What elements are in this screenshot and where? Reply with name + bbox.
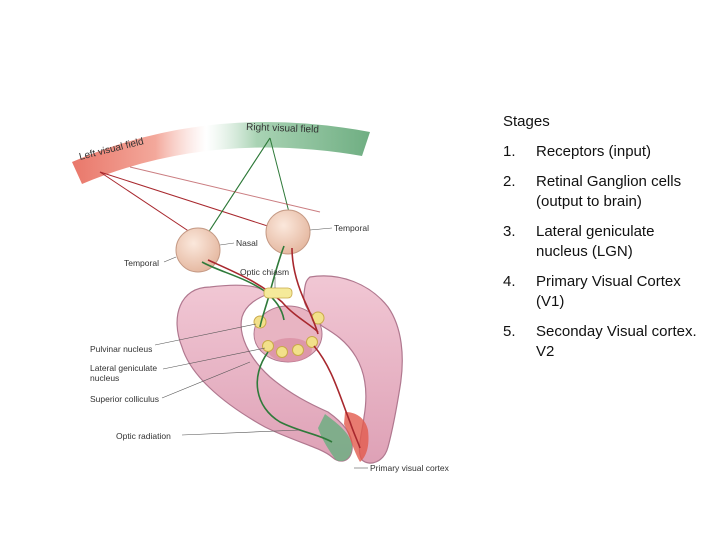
- list-item: 4. Primary Visual Cortex (V1): [503, 272, 703, 312]
- stage-number: 3.: [503, 223, 516, 240]
- temporal-left-label: Temporal: [124, 258, 159, 268]
- optic-chiasm: [263, 287, 293, 299]
- field-rays: [99, 137, 321, 241]
- superior-colliculus-label: Superior colliculus: [90, 394, 159, 404]
- stage-text: Seconday Visual cortex. V2: [536, 323, 697, 360]
- stage-text: Primary Visual Cortex (V1): [536, 273, 681, 310]
- right-visual-field-label: Right visual field: [246, 122, 319, 136]
- stage-text: Retinal Ganglion cells (output to brain): [536, 173, 682, 210]
- leader-lines: [154, 227, 368, 469]
- lateral-geniculate-label-line2: nucleus: [90, 373, 119, 383]
- left-v1-region: [318, 414, 353, 462]
- stage-number: 5.: [503, 323, 516, 340]
- stages-title: Stages: [503, 113, 550, 130]
- temporal-right-label: Temporal: [334, 223, 369, 233]
- visual-field-arc: [72, 122, 370, 184]
- nasal-label: Nasal: [236, 238, 258, 248]
- right-eye: [265, 209, 311, 255]
- stage-number: 1.: [503, 143, 516, 160]
- left-eye: [175, 227, 221, 273]
- list-item: 3. Lateral geniculate nucleus (LGN): [503, 222, 703, 262]
- list-item: 5. Seconday Visual cortex. V2: [503, 322, 703, 362]
- lateral-geniculate-label-line1: Lateral geniculate: [90, 363, 157, 373]
- nuclei: [253, 311, 325, 358]
- optic-chiasm-label: Optic chiasm: [240, 267, 289, 277]
- stages-panel: Stages 1. Receptors (input) 2. Retinal G…: [503, 112, 703, 372]
- stage-list: 1. Receptors (input) 2. Retinal Ganglion…: [503, 142, 703, 362]
- superior-colliculus-body: [268, 338, 312, 362]
- stage-number: 2.: [503, 173, 516, 190]
- list-item: 2. Retinal Ganglion cells (output to bra…: [503, 172, 703, 212]
- visual-pathway-diagram: Left visual field Right visual field: [72, 122, 450, 473]
- pulvinar-nucleus-label: Pulvinar nucleus: [90, 344, 152, 354]
- primary-visual-cortex-label: Primary visual cortex: [370, 463, 450, 473]
- stage-number: 4.: [503, 273, 516, 290]
- stage-text: Lateral geniculate nucleus (LGN): [536, 223, 655, 260]
- list-item: 1. Receptors (input): [503, 142, 703, 162]
- stage-text: Receptors (input): [536, 143, 652, 160]
- optic-radiation-label: Optic radiation: [116, 431, 171, 441]
